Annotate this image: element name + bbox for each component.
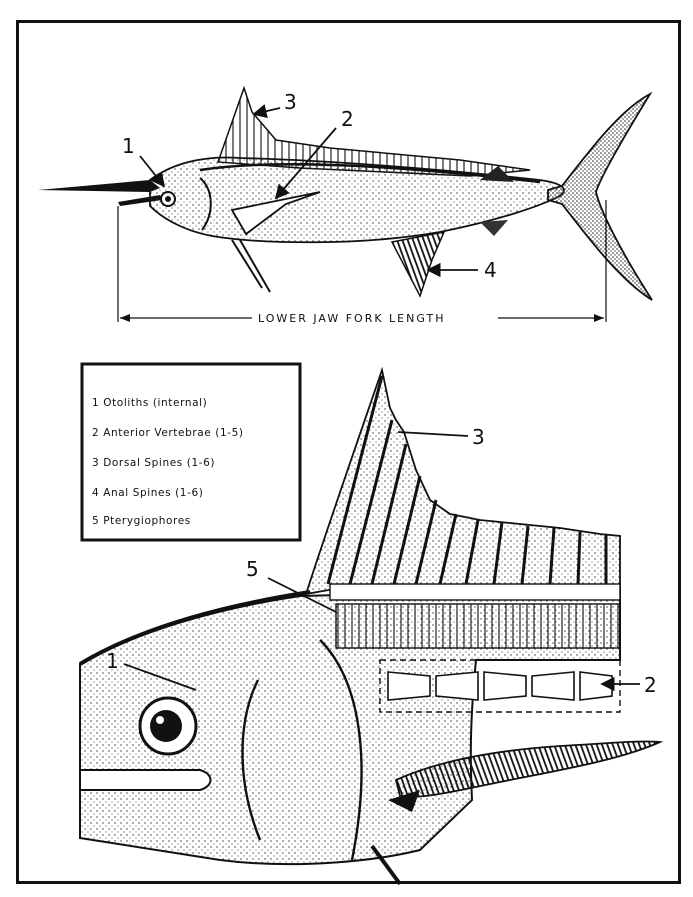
- detail-callout-3-leader: [398, 432, 468, 436]
- callout-3-label: 3: [284, 90, 297, 114]
- pelvic-fin-ray: [240, 240, 270, 292]
- detail-callout-2-label: 2: [644, 673, 657, 697]
- legend: 1 Otoliths (internal) 2 Anterior Vertebr…: [82, 364, 300, 540]
- detail-callout-1-label: 1: [106, 649, 119, 673]
- mouth: [80, 770, 211, 790]
- legend-item-vertebrae: 2 Anterior Vertebrae (1-5): [92, 427, 244, 439]
- callout-4-label: 4: [484, 258, 497, 282]
- legend-item-pterygiophores: 5 Pterygiophores: [92, 515, 191, 527]
- detail-callout-3-label: 3: [472, 425, 485, 449]
- callout-2-label: 2: [341, 107, 354, 131]
- callout-1-label: 1: [122, 134, 135, 158]
- legend-item-otoliths: 1 Otoliths (internal): [92, 397, 207, 409]
- measure-arrow-right: [594, 314, 604, 322]
- detail-callout-5-label: 5: [246, 557, 259, 581]
- legend-item-dorsal-spines: 3 Dorsal Spines (1-6): [92, 457, 215, 469]
- legend-item-anal-spines: 4 Anal Spines (1-6): [92, 487, 203, 499]
- callout-3-leader: [254, 108, 280, 114]
- caudal-fin: [548, 94, 652, 300]
- measure-label: LOWER JAW FORK LENGTH: [258, 312, 445, 325]
- second-anal-fin: [480, 220, 508, 236]
- measure-arrow-left: [120, 314, 130, 322]
- bill: [38, 180, 160, 192]
- pupil-detail: [150, 710, 182, 742]
- eye-highlight: [156, 716, 164, 724]
- pterygiophore-band: [336, 604, 620, 648]
- pelvic-fin-ray: [232, 240, 262, 288]
- spinal-column-band: [330, 584, 620, 600]
- legend-box: [82, 364, 300, 540]
- anterior-vertebrae: [388, 672, 612, 700]
- pupil: [165, 196, 171, 202]
- anal-fin: [392, 232, 444, 296]
